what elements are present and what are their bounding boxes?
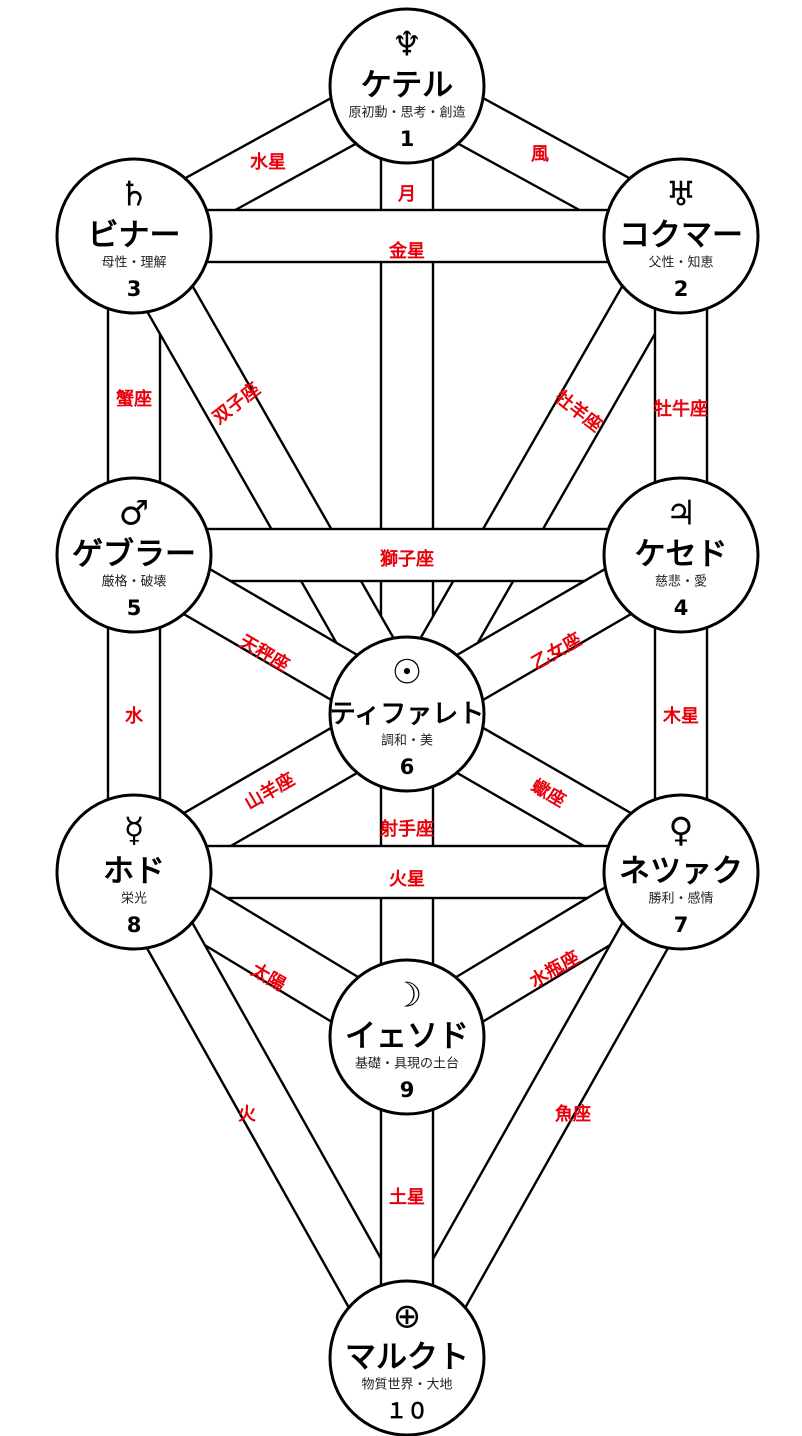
- sephira-number: １０: [386, 1399, 428, 1423]
- sephira-name: ネツァク: [619, 854, 743, 890]
- sephira-number: 1: [400, 127, 415, 151]
- sephira-name: マルクト: [345, 1340, 469, 1376]
- venus-icon: ♀: [669, 811, 694, 851]
- sephira-number: 8: [127, 913, 142, 937]
- sephira-meaning: 勝利・感情: [648, 891, 713, 907]
- path-label-hod-malkuth: 火: [238, 1104, 257, 1125]
- sephira-number: 2: [674, 277, 689, 301]
- sephira-meaning: 父性・知恵: [648, 255, 713, 271]
- sephira-name: コクマー: [619, 218, 743, 254]
- moon-icon: ☽: [392, 976, 422, 1016]
- path-label-keter-chokmah: 風: [531, 144, 549, 165]
- jupiter-icon: ♃: [666, 494, 696, 534]
- sun-icon: ☉: [392, 653, 422, 693]
- sephira-number: 3: [127, 277, 142, 301]
- neptune-icon: ♆: [392, 25, 422, 65]
- sephira-name: イェソド: [345, 1019, 469, 1055]
- path-label-netzach-malkuth: 魚座: [555, 1103, 591, 1125]
- sephira-number: 5: [127, 596, 142, 620]
- path-label-geburah-chesed: 獅子座: [380, 548, 434, 570]
- sephira-circle: [602, 157, 760, 315]
- sephira-number: 7: [674, 913, 689, 937]
- path-label-tiphareth-yesod: 射手座: [379, 818, 434, 840]
- sephira-circle: [328, 958, 486, 1116]
- sephira-circle: [328, 1279, 486, 1436]
- sephira-meaning: 母性・理解: [101, 256, 166, 271]
- mercury-icon: ☿: [124, 811, 145, 851]
- sephira-circle: [55, 793, 213, 951]
- earth-icon: ⊕: [393, 1297, 422, 1337]
- path-hod-netzach: [132, 844, 683, 900]
- sephira-circle: [55, 157, 213, 315]
- sephira-meaning: 基礎・具現の土台: [355, 1057, 459, 1072]
- sephira-circle: [55, 476, 213, 634]
- sephira-number: 6: [400, 755, 415, 779]
- mars-icon: ♂: [119, 494, 149, 534]
- path-label-chesed-netzach: 木星: [662, 705, 699, 727]
- uranus-icon: ♅: [666, 175, 696, 215]
- sephira-name: ケセド: [635, 537, 728, 573]
- sephira-meaning: 原初動・思考・創造: [348, 106, 465, 121]
- sephira-name: ビナー: [88, 218, 181, 254]
- sephira-meaning: 調和・美: [381, 734, 433, 749]
- path-keter-tiphareth: [379, 84, 435, 716]
- path-label-hod-netzach: 火星: [389, 869, 425, 890]
- sephira-meaning: 栄光: [121, 892, 147, 907]
- path-label-chokmah-chesed: 牡牛座: [654, 398, 708, 420]
- sephira-meaning: 慈悲・愛: [655, 574, 707, 590]
- path-label-geburah-hod: 水: [125, 705, 144, 727]
- path-label-keter-tiphareth: 月: [397, 184, 416, 205]
- sephira-name: ホド: [103, 854, 165, 890]
- sephira-name: ゲブラー: [72, 537, 196, 573]
- sephira-meaning: 物質世界・大地: [361, 1378, 452, 1393]
- sephira-number: 9: [400, 1078, 415, 1102]
- sephira-meaning: 厳格・破壊: [101, 574, 166, 590]
- path-label-yesod-malkuth: 土星: [389, 1187, 425, 1208]
- sephira-circle: [602, 476, 760, 634]
- sephira-circle: [328, 635, 486, 793]
- path-label-binah-chokmah: 金星: [388, 240, 425, 262]
- sephira-circle: [602, 793, 760, 951]
- sephira-circle: [328, 7, 486, 165]
- sephira-name: ティファレト: [330, 700, 484, 730]
- sephira-number: 4: [674, 596, 689, 620]
- sephira-name: ケテル: [361, 68, 453, 104]
- path-label-keter-binah: 水星: [250, 151, 286, 173]
- path-label-binah-geburah: 蟹座: [116, 388, 152, 410]
- saturn-icon: ♄: [119, 175, 149, 215]
